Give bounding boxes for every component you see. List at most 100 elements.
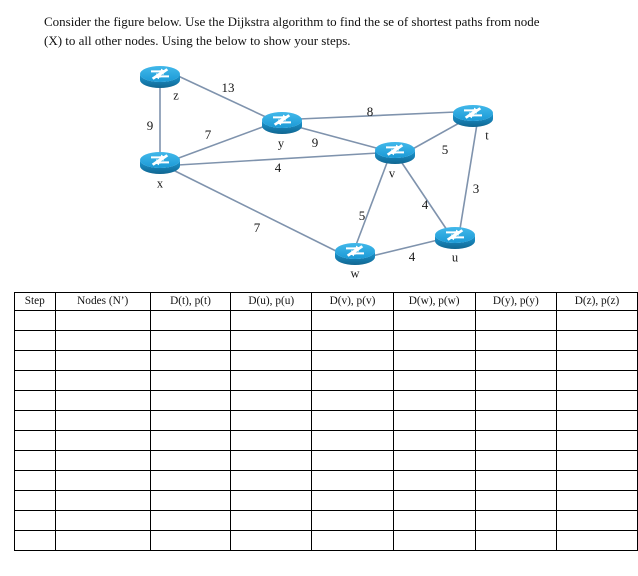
table-cell-r2-c5[interactable] — [311, 330, 394, 351]
table-cell-r8-c7[interactable] — [474, 450, 557, 471]
node-v-icon[interactable] — [375, 142, 415, 164]
table-cell-r2-c6[interactable] — [392, 330, 476, 351]
table-cell-r11-c6[interactable] — [392, 510, 476, 531]
table-cell-r10-c3[interactable] — [149, 490, 232, 511]
table-cell-r1-c7[interactable] — [474, 310, 557, 331]
table-cell-r4-c7[interactable] — [474, 370, 557, 391]
table-cell-r4-c6[interactable] — [392, 370, 476, 391]
table-cell-r2-c1[interactable] — [14, 330, 56, 351]
table-cell-r9-c2[interactable] — [54, 470, 151, 491]
table-cell-r1-c2[interactable] — [54, 310, 151, 331]
table-cell-r3-c1[interactable] — [14, 350, 56, 371]
table-cell-r4-c4[interactable] — [230, 370, 313, 391]
table-cell-r1-c5[interactable] — [311, 310, 394, 331]
table-cell-r5-c5[interactable] — [311, 390, 394, 411]
table-cell-r1-c1[interactable] — [14, 310, 56, 331]
table-row[interactable] — [14, 350, 638, 371]
table-cell-r9-c6[interactable] — [392, 470, 476, 491]
table-cell-r2-c4[interactable] — [230, 330, 313, 351]
table-cell-r12-c2[interactable] — [54, 530, 151, 551]
table-cell-r4-c8[interactable] — [555, 370, 638, 391]
table-cell-r10-c5[interactable] — [311, 490, 394, 511]
table-row[interactable] — [14, 370, 638, 391]
table-cell-r12-c7[interactable] — [474, 530, 557, 551]
table-cell-r7-c2[interactable] — [54, 430, 151, 451]
table-cell-r2-c8[interactable] — [555, 330, 638, 351]
table-cell-r6-c6[interactable] — [392, 410, 476, 431]
table-cell-r1-c6[interactable] — [392, 310, 476, 331]
table-cell-r8-c1[interactable] — [14, 450, 56, 471]
table-cell-r2-c7[interactable] — [474, 330, 557, 351]
table-cell-r7-c8[interactable] — [555, 430, 638, 451]
table-row[interactable] — [14, 410, 638, 431]
table-cell-r1-c8[interactable] — [555, 310, 638, 331]
table-cell-r9-c4[interactable] — [230, 470, 313, 491]
table-row[interactable] — [14, 510, 638, 531]
table-cell-r6-c4[interactable] — [230, 410, 313, 431]
table-cell-r8-c4[interactable] — [230, 450, 313, 471]
table-cell-r10-c2[interactable] — [54, 490, 151, 511]
table-cell-r1-c3[interactable] — [149, 310, 232, 331]
node-t-icon[interactable] — [453, 105, 493, 127]
node-z-icon[interactable] — [140, 66, 180, 88]
table-cell-r5-c4[interactable] — [230, 390, 313, 411]
table-cell-r5-c3[interactable] — [149, 390, 232, 411]
table-cell-r5-c7[interactable] — [474, 390, 557, 411]
table-cell-r7-c3[interactable] — [149, 430, 232, 451]
table-cell-r12-c8[interactable] — [555, 530, 638, 551]
table-cell-r9-c7[interactable] — [474, 470, 557, 491]
table-cell-r11-c4[interactable] — [230, 510, 313, 531]
table-cell-r12-c3[interactable] — [149, 530, 232, 551]
table-cell-r7-c6[interactable] — [392, 430, 476, 451]
table-cell-r8-c2[interactable] — [54, 450, 151, 471]
table-row[interactable] — [14, 470, 638, 491]
table-cell-r6-c2[interactable] — [54, 410, 151, 431]
table-cell-r10-c1[interactable] — [14, 490, 56, 511]
table-cell-r9-c8[interactable] — [555, 470, 638, 491]
table-cell-r3-c3[interactable] — [149, 350, 232, 371]
table-cell-r11-c2[interactable] — [54, 510, 151, 531]
table-cell-r4-c1[interactable] — [14, 370, 56, 391]
table-cell-r9-c1[interactable] — [14, 470, 56, 491]
table-cell-r7-c5[interactable] — [311, 430, 394, 451]
table-cell-r7-c4[interactable] — [230, 430, 313, 451]
table-cell-r8-c5[interactable] — [311, 450, 394, 471]
table-cell-r5-c1[interactable] — [14, 390, 56, 411]
table-row[interactable] — [14, 310, 638, 331]
table-cell-r5-c8[interactable] — [555, 390, 638, 411]
table-cell-r12-c4[interactable] — [230, 530, 313, 551]
table-cell-r4-c5[interactable] — [311, 370, 394, 391]
table-cell-r6-c7[interactable] — [474, 410, 557, 431]
table-cell-r12-c5[interactable] — [311, 530, 394, 551]
table-row[interactable] — [14, 530, 638, 551]
table-cell-r9-c3[interactable] — [149, 470, 232, 491]
table-cell-r12-c1[interactable] — [14, 530, 56, 551]
table-cell-r10-c8[interactable] — [555, 490, 638, 511]
table-cell-r3-c4[interactable] — [230, 350, 313, 371]
table-row[interactable] — [14, 330, 638, 351]
table-cell-r8-c3[interactable] — [149, 450, 232, 471]
table-cell-r2-c2[interactable] — [54, 330, 151, 351]
table-cell-r3-c5[interactable] — [311, 350, 394, 371]
table-cell-r6-c3[interactable] — [149, 410, 232, 431]
table-cell-r4-c2[interactable] — [54, 370, 151, 391]
table-cell-r10-c7[interactable] — [474, 490, 557, 511]
table-cell-r2-c3[interactable] — [149, 330, 232, 351]
table-cell-r3-c2[interactable] — [54, 350, 151, 371]
table-cell-r5-c6[interactable] — [392, 390, 476, 411]
node-x-icon[interactable] — [140, 152, 180, 174]
table-row[interactable] — [14, 450, 638, 471]
node-u-icon[interactable] — [435, 227, 475, 249]
table-row[interactable] — [14, 430, 638, 451]
table-cell-r11-c5[interactable] — [311, 510, 394, 531]
table-cell-r4-c3[interactable] — [149, 370, 232, 391]
table-row[interactable] — [14, 390, 638, 411]
table-cell-r12-c6[interactable] — [392, 530, 476, 551]
table-cell-r11-c1[interactable] — [14, 510, 56, 531]
table-cell-r9-c5[interactable] — [311, 470, 394, 491]
table-cell-r11-c8[interactable] — [555, 510, 638, 531]
table-cell-r11-c3[interactable] — [149, 510, 232, 531]
table-cell-r7-c7[interactable] — [474, 430, 557, 451]
table-cell-r5-c2[interactable] — [54, 390, 151, 411]
table-cell-r3-c8[interactable] — [555, 350, 638, 371]
